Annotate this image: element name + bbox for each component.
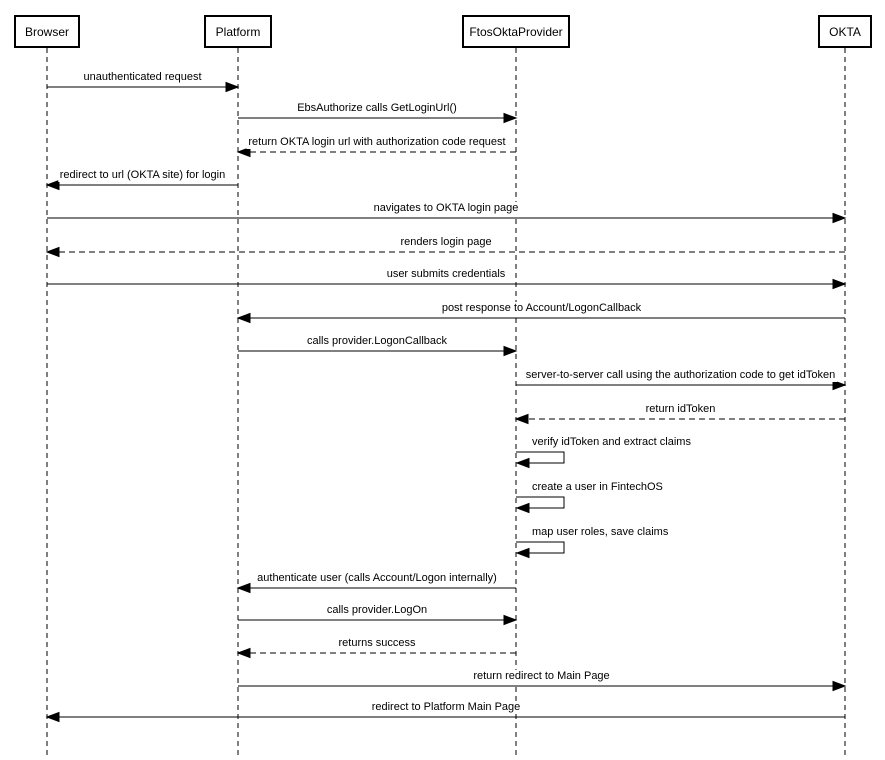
message-label: navigates to OKTA login page xyxy=(371,202,521,215)
message-label: calls provider.LogOn xyxy=(324,604,430,617)
message-label: create a user in FintechOS xyxy=(532,481,663,493)
participant-label: Platform xyxy=(215,24,261,39)
message-arrowhead xyxy=(236,582,251,594)
self-message-arrowhead xyxy=(515,457,530,469)
self-message-line xyxy=(516,496,565,509)
message-label: renders login page xyxy=(398,236,494,249)
message-arrowhead xyxy=(514,413,529,425)
message-label: EbsAuthorize calls GetLoginUrl() xyxy=(295,102,459,115)
participant-browser: Browser xyxy=(14,15,80,48)
message-arrowhead xyxy=(45,711,60,723)
message-arrowhead xyxy=(236,146,251,158)
message-arrowhead xyxy=(832,680,847,692)
self-message-line xyxy=(516,451,565,464)
message-arrowhead xyxy=(236,647,251,659)
message-label: map user roles, save claims xyxy=(532,526,669,538)
message-label: redirect to url (OKTA site) for login xyxy=(57,169,228,182)
message-label: return redirect to Main Page xyxy=(471,670,612,683)
message-arrowhead xyxy=(832,278,847,290)
message-label: verify idToken and extract claims xyxy=(532,436,691,448)
participant-ftos: FtosOktaProvider xyxy=(462,15,570,48)
message-arrowhead xyxy=(503,614,518,626)
message-arrowhead xyxy=(45,179,60,191)
message-label: returns success xyxy=(336,637,418,650)
participant-label: OKTA xyxy=(829,24,861,39)
message-arrowhead xyxy=(832,212,847,224)
message-label: server-to-server call using the authoriz… xyxy=(523,369,838,382)
message-label: unauthenticated request xyxy=(81,71,204,84)
message-arrowhead xyxy=(236,312,251,324)
message-arrowhead xyxy=(503,112,518,124)
participant-okta: OKTA xyxy=(818,15,872,48)
participant-label: FtosOktaProvider xyxy=(469,24,563,39)
message-label: user submits credentials xyxy=(384,268,508,281)
self-message-line xyxy=(516,541,565,554)
message-label: post response to Account/LogonCallback xyxy=(439,302,644,315)
self-message-arrowhead xyxy=(515,502,530,514)
message-label: calls provider.LogonCallback xyxy=(304,335,450,348)
participant-label: Browser xyxy=(24,24,69,39)
message-arrowhead xyxy=(45,246,60,258)
message-label: redirect to Platform Main Page xyxy=(369,701,523,714)
self-message-arrowhead xyxy=(515,547,530,559)
participant-platform: Platform xyxy=(204,15,272,48)
message-arrowhead xyxy=(503,345,518,357)
message-label: return OKTA login url with authorization… xyxy=(246,136,508,149)
message-arrowhead xyxy=(832,379,847,391)
message-label: authenticate user (calls Account/Logon i… xyxy=(255,572,499,585)
message-arrowhead xyxy=(225,81,240,93)
message-label: return idToken xyxy=(643,403,718,416)
